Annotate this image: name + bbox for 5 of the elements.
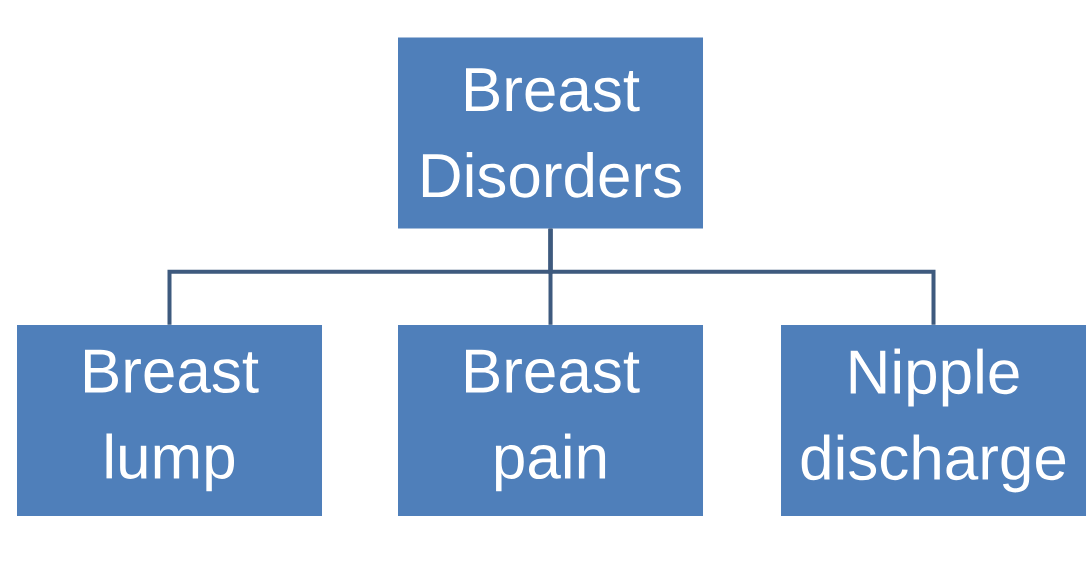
category-box: Nipple discharge xyxy=(781,325,1086,516)
category-box: Breast Disorders xyxy=(398,37,703,229)
category-box: Breast lump xyxy=(17,325,322,516)
category-box: Breast pain xyxy=(398,325,703,516)
connector-line xyxy=(548,228,936,325)
